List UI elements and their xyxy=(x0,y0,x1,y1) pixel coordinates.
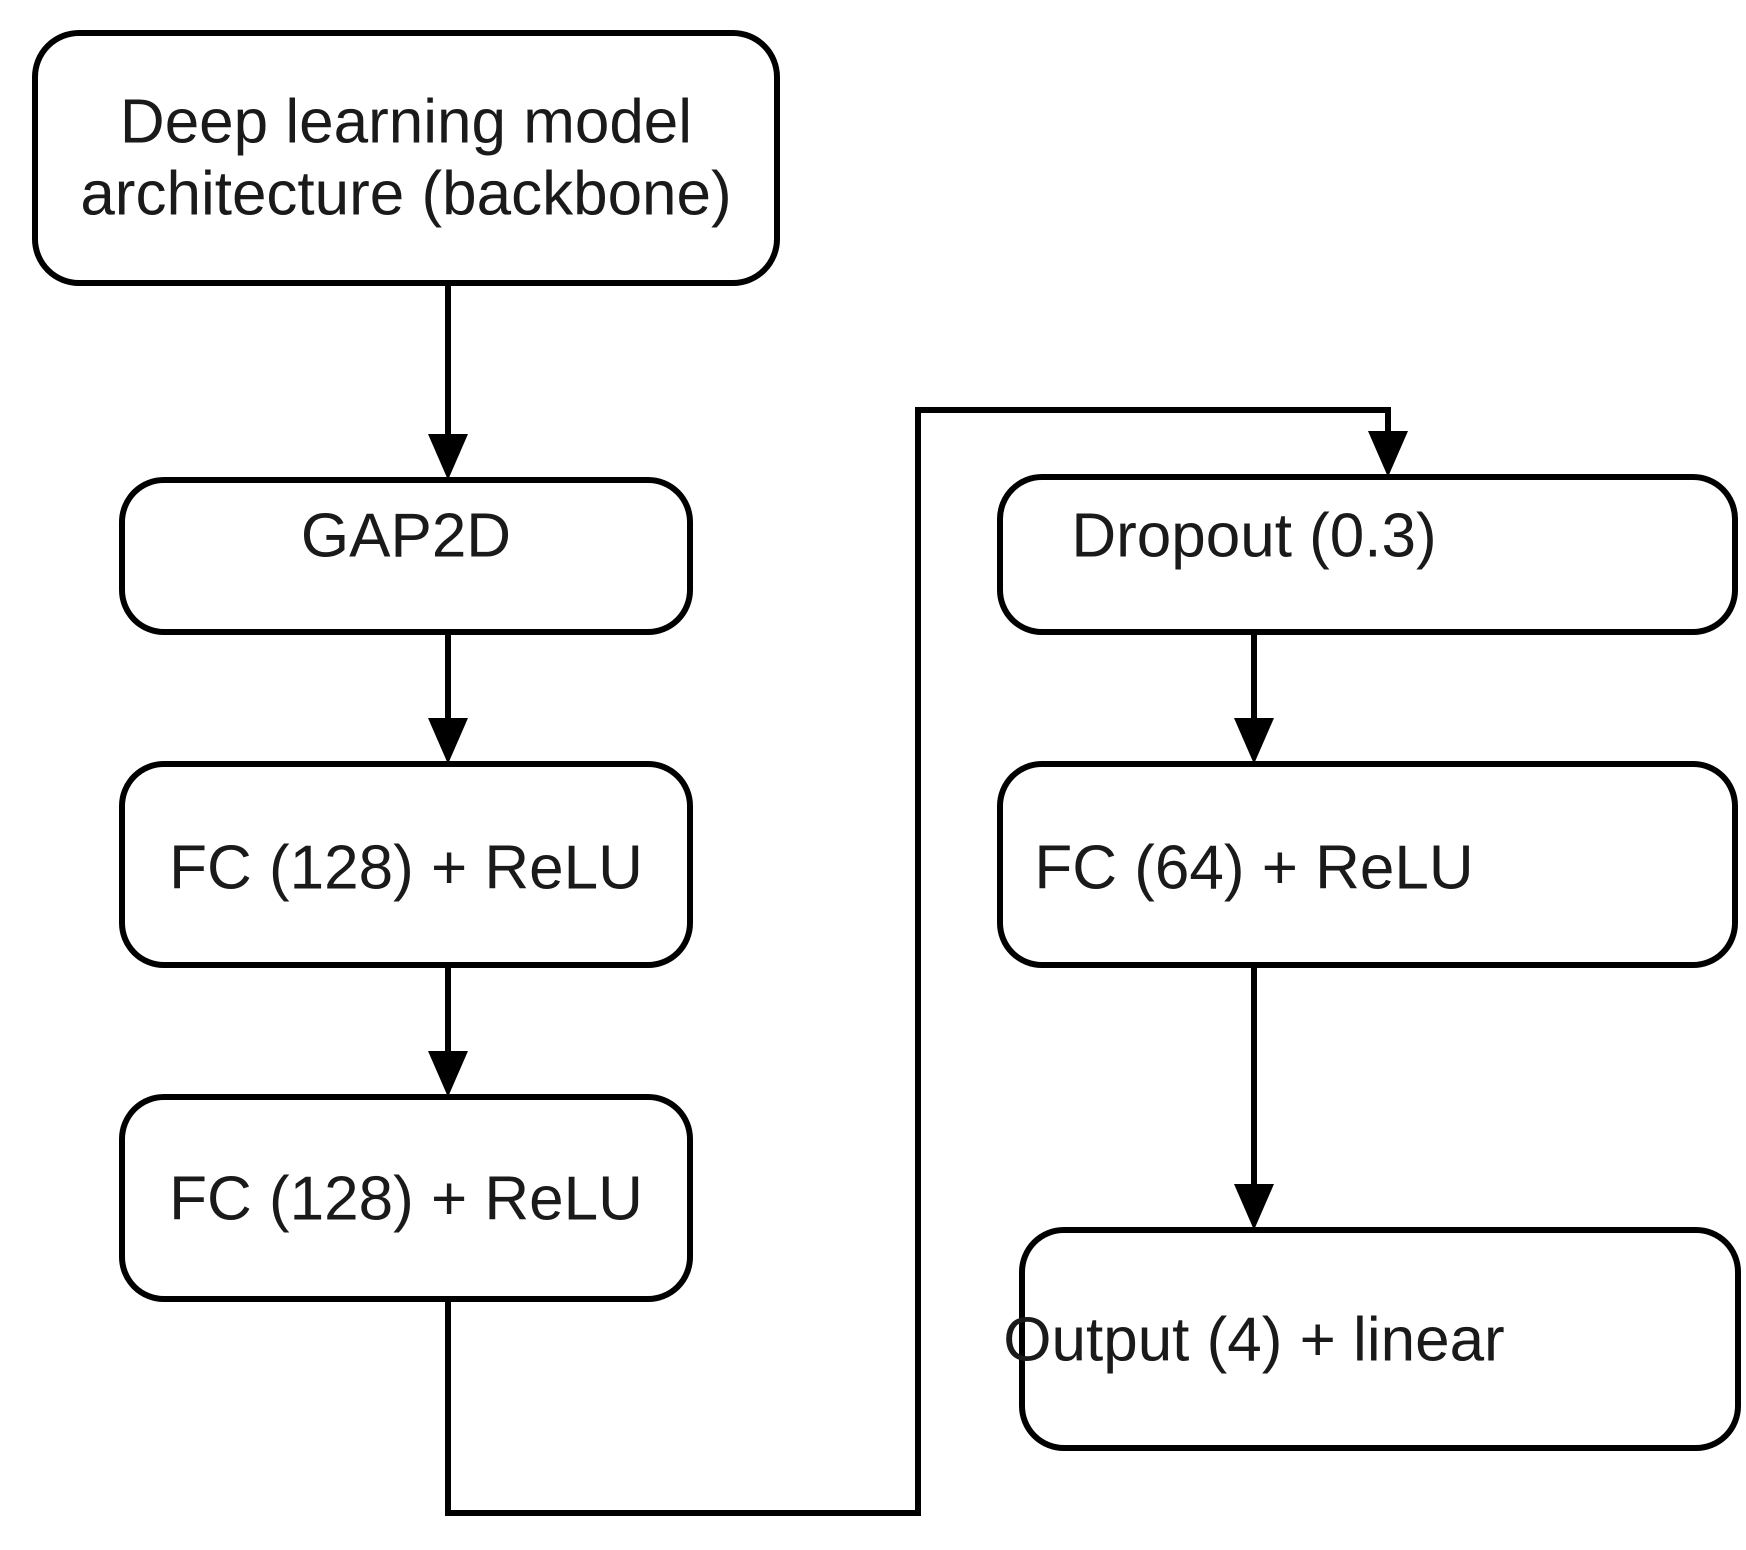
node-fc64-label: FC (64) + ReLU xyxy=(1034,833,1473,902)
node-fc128-a[interactable]: FC (128) + ReLU xyxy=(119,761,693,968)
edge-dropout-to-fc64 xyxy=(1234,632,1274,764)
node-backbone-label-line1: Deep learning model xyxy=(120,87,692,156)
node-dropout-label: Dropout (0.3) xyxy=(1071,501,1436,570)
node-dropout[interactable]: Dropout (0.3) xyxy=(997,474,1738,635)
node-fc128-a-shape[interactable] xyxy=(119,761,693,968)
arrow-head-icon xyxy=(428,1051,468,1097)
arrow-head-icon xyxy=(1234,1184,1274,1230)
edge-fc64-to-output xyxy=(1234,965,1274,1230)
arrow-head-icon xyxy=(428,718,468,764)
arrow-head-icon xyxy=(1368,431,1408,477)
node-fc64-shape[interactable] xyxy=(997,761,1738,968)
arrow-head-icon xyxy=(1234,718,1274,764)
node-output-shape[interactable] xyxy=(1019,1227,1741,1451)
node-fc128-b[interactable]: FC (128) + ReLU xyxy=(119,1094,693,1302)
node-gap2d[interactable]: GAP2D xyxy=(119,477,693,635)
edge-line xyxy=(445,407,1391,1516)
node-fc128-a-label: FC (128) + ReLU xyxy=(169,833,643,902)
edge-fc128-b-to-dropout xyxy=(445,407,1408,1516)
node-backbone-shape[interactable] xyxy=(32,30,780,286)
node-fc64[interactable]: FC (64) + ReLU xyxy=(997,761,1738,968)
edge-gap2d-to-fc128-a xyxy=(428,632,468,764)
node-dropout-shape[interactable] xyxy=(997,474,1738,635)
node-output[interactable]: Output (4) + linear xyxy=(1003,1227,1741,1451)
node-output-label: Output (4) + linear xyxy=(1003,1305,1504,1374)
node-fc128-b-label: FC (128) + ReLU xyxy=(169,1164,643,1233)
node-fc128-b-shape[interactable] xyxy=(119,1094,693,1302)
node-backbone-label-line2: architecture (backbone) xyxy=(80,159,731,228)
arrow-head-icon xyxy=(428,434,468,480)
node-gap2d-label: GAP2D xyxy=(301,501,511,570)
edge-backbone-to-gap2d xyxy=(428,283,468,480)
node-gap2d-shape[interactable] xyxy=(119,477,693,635)
edge-fc128-a-to-fc128-b xyxy=(428,965,468,1097)
node-backbone[interactable]: Deep learning model architecture (backbo… xyxy=(32,30,780,286)
